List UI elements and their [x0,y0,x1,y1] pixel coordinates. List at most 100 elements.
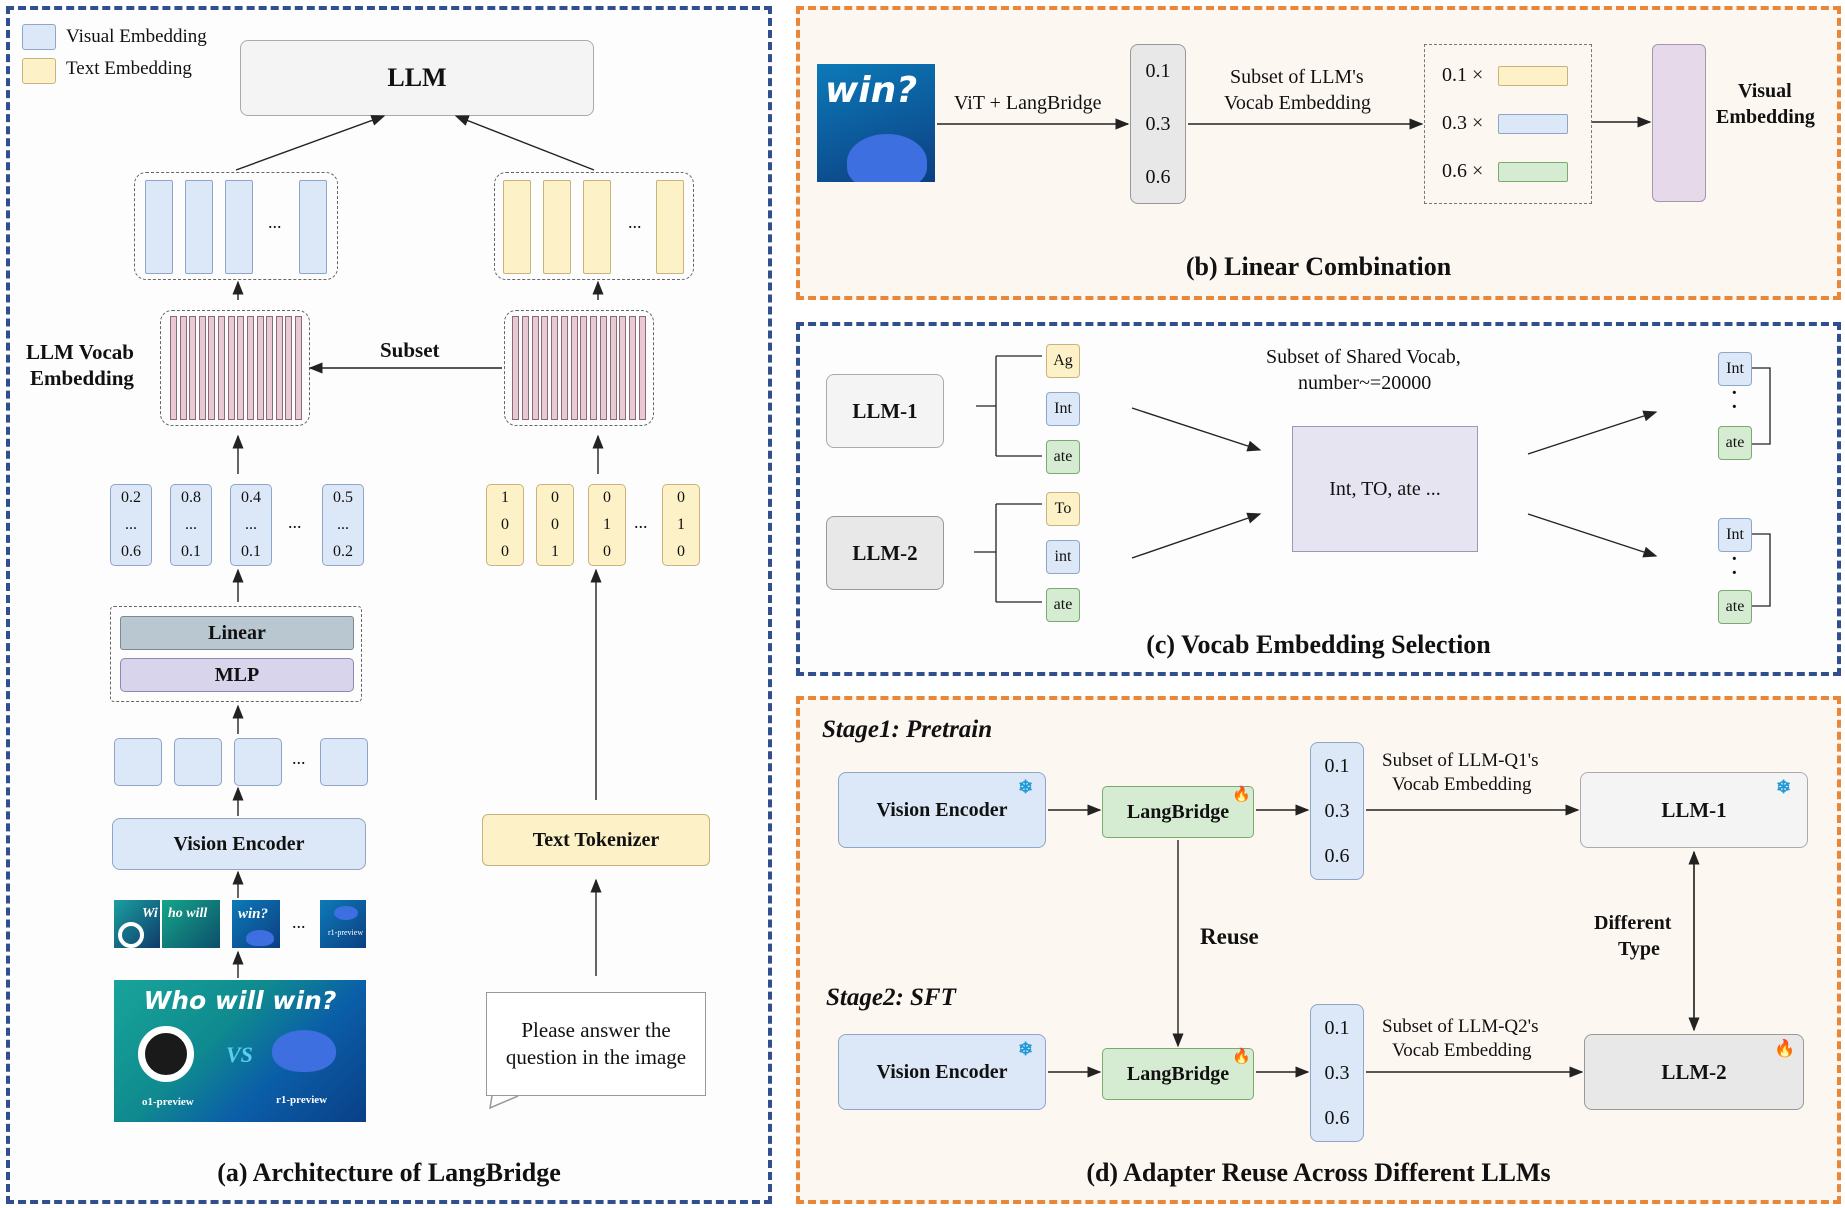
onehot-vector: 0 1 0 [588,484,626,566]
vocab-label-line2: Embedding [30,366,134,390]
caption-d: (d) Adapter Reuse Across Different LLMs [1086,1158,1551,1187]
legend-visual-swatch [22,24,56,50]
token-chip: ate [1046,588,1080,622]
vocab-embedding-column [590,316,597,420]
patch-feature [114,738,162,786]
vision-encoder-stage2: Vision Encoder [838,1034,1046,1110]
output-token: ate [1718,426,1752,460]
weight-value: 0.6 [121,542,141,560]
vocab-embedding-column [295,316,302,420]
vs-label: VS [226,1042,253,1067]
weight-value: 0.3 [1145,112,1171,135]
vocab-stripes-visual [170,310,302,426]
onehot-value: 0 [603,542,611,560]
weight-value: 0.8 [181,489,201,507]
vocab-embedding-column [218,316,225,420]
ellipsis: ... [288,512,302,532]
vocab-label-line1: LLM Vocab [26,340,134,364]
flame-icon: 🔥 [1774,1039,1796,1058]
vocab-embedding-column [532,316,539,420]
vocab-embedding-column [639,316,646,420]
arrow [235,115,386,171]
weight-value: 0.6 [1145,165,1171,188]
caption-c: (c) Vocab Embedding Selection [1146,630,1491,659]
stage2-label: Stage2: SFT [826,984,956,1011]
subset2-line2: Vocab Embedding [1392,1040,1532,1061]
vocab-embedding-column [610,316,617,420]
weight-value: 0.1 [181,542,201,560]
patch-text: win? [238,906,269,922]
weight-value: 0.1 [1324,754,1350,777]
snowflake-icon: ❄ [1776,777,1792,797]
visual-embedding-token [225,180,253,274]
token-chip: int [1046,540,1080,574]
onehot-value: 0 [501,542,509,560]
thumbnail-image: win? [817,64,935,182]
langbridge-stage2: LangBridge [1102,1048,1254,1100]
thumbnail-text: win? [825,70,918,111]
vocab-embedding-column [199,316,206,420]
bracket [1752,367,1771,445]
image-right-label: r1-preview [276,1094,328,1106]
arrow [1131,512,1262,559]
panel-vocab-selection [796,322,1841,676]
text-embedding-token [583,180,611,274]
visual-weight-vector: 0.4...0.1 [230,484,272,566]
shared-vocab-title-2: number~=20000 [1298,372,1432,394]
llm-box: LLM [240,40,594,116]
vocab-embedding-column [600,316,607,420]
onehot-value: 0 [501,515,509,533]
weight-value: 0.2 [333,542,353,560]
onehot-value: 0 [677,489,685,507]
weight-value: ... [337,515,349,533]
text-embedding-token [503,180,531,274]
flame-icon: 🔥 [1232,787,1251,803]
patch-text: Wi [142,906,158,921]
vocab-embedding-column [580,316,587,420]
ellipsis: ... [292,912,306,932]
vision-encoder-stage1: Vision Encoder [838,772,1046,848]
weight-value: 0.6 [1324,845,1350,868]
vocab-embedding-column [170,316,177,420]
ellipsis: ... [634,512,648,532]
arrow [1527,513,1658,558]
vocab-embedding-column [512,316,519,420]
weight-value: ... [185,515,197,533]
embedding-swatch-blue [1498,114,1568,134]
input-image: Who will win? VS o1-preview r1-preview [114,980,366,1122]
weight-value: 0.4 [241,489,261,507]
arrow [454,115,595,171]
image-left-label: o1-preview [142,1096,194,1108]
snowflake-icon: ❄ [1018,777,1034,797]
onehot-value: 1 [501,489,509,507]
subset-label-line1: Subset of LLM's [1230,66,1364,88]
weight-value: 0.1 [1145,60,1171,83]
vocab-stripes-text [512,310,646,426]
onehot-value: 0 [551,515,559,533]
legend-text-swatch [22,58,56,84]
different-label-1: Different [1594,912,1672,934]
visual-embedding-token [145,180,173,274]
patch-feature [174,738,222,786]
onehot-value: 0 [603,489,611,507]
dots: ·· [1731,549,1738,583]
weight-value: ... [125,515,137,533]
onehot-vector: 1 0 0 [486,484,524,566]
onehot-value: 1 [603,515,611,533]
arrow [1131,407,1262,452]
stage1-label: Stage1: Pretrain [822,716,993,743]
whale-icon [246,930,274,946]
adapter-group [110,606,362,702]
combo-coef: 0.1 × [1442,64,1484,86]
weight-value: 0.5 [333,489,353,507]
ellipsis: ... [628,212,642,232]
vocab-embedding-text [504,310,654,426]
subset1-line1: Subset of LLM-Q1's [1382,750,1539,771]
patch-text: r1-preview [328,928,364,937]
visual-weight-vector: 0.5... 0.2 [322,484,364,566]
vocab-embedding-column [257,316,264,420]
flame-icon: 🔥 [1232,1049,1251,1065]
